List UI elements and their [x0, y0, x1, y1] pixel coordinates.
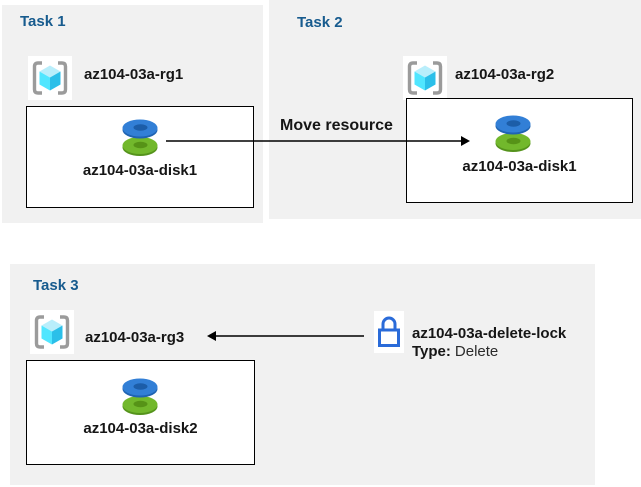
disk-green-hole: [506, 137, 521, 145]
disk-icon: [117, 115, 163, 157]
resource-group-cube-icon: [407, 61, 443, 95]
task1-title: Task 1: [20, 13, 66, 30]
resource-group-cube-icon: [34, 315, 70, 349]
disk-blue-hole: [133, 124, 148, 131]
resource-group-icon: [28, 56, 72, 100]
delete-lock-type-label: Type:: [412, 343, 451, 360]
disk-icon: [117, 374, 163, 416]
managed-disk-icon: [122, 378, 158, 415]
bracket-left: [32, 61, 42, 95]
managed-disk-icon: [495, 115, 531, 152]
bracket-right: [58, 61, 68, 95]
resource-group-name: az104-03a-rg1: [84, 66, 184, 83]
disk-name: az104-03a-disk1: [462, 158, 577, 175]
task2-title: Task 2: [297, 14, 343, 31]
disk-blue-hole: [506, 120, 521, 127]
managed-disk-icon: [122, 119, 158, 156]
cube-left-face: [39, 71, 50, 91]
disk-name: az104-03a-disk1: [82, 162, 198, 179]
resource-group-icon: [403, 56, 447, 100]
bracket-left: [407, 61, 417, 95]
bracket-left: [34, 315, 44, 349]
disk-green-hole: [133, 400, 148, 408]
delete-lock-type-value: Delete: [454, 343, 499, 360]
disk-blue-hole: [133, 383, 148, 390]
disk-icon: [490, 111, 536, 153]
resource-group-icon: [30, 310, 74, 354]
delete-lock-type: Type:Delete: [412, 343, 498, 360]
bracket-right: [433, 61, 443, 95]
resource-group-cube-icon: [32, 61, 68, 95]
move-resource-label: Move resource: [280, 117, 393, 134]
delete-lock-name: az104-03a-delete-lock: [412, 325, 567, 342]
lock-icon: [374, 311, 404, 353]
resource-group-name: az104-03a-rg3: [85, 329, 185, 346]
cube-left-face: [414, 71, 425, 91]
task3-title: Task 3: [33, 277, 79, 294]
cube-left-face: [41, 325, 52, 345]
bracket-right: [60, 315, 70, 349]
lock-body: [378, 328, 400, 347]
padlock-icon: [378, 316, 400, 347]
cube-right-face: [52, 325, 63, 345]
cube-right-face: [50, 71, 61, 91]
disk-name: az104-03a-disk2: [83, 420, 198, 437]
resource-group-name: az104-03a-rg2: [455, 66, 555, 83]
cube-right-face: [425, 71, 436, 91]
lock-shackle: [381, 316, 397, 330]
disk-green-hole: [133, 141, 148, 149]
